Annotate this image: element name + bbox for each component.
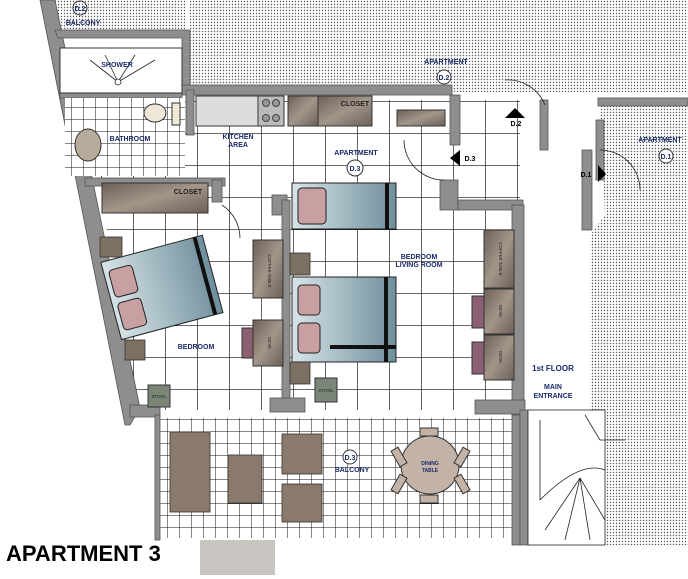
dining-table-label-2: TABLE [422, 468, 439, 474]
closet-bedroom-label: CLOSET [174, 189, 203, 196]
desk [483, 334, 515, 381]
kitchen-label: KITCHEN [222, 134, 253, 141]
door-marker-d1-icon [598, 165, 606, 182]
kitchen-sink [195, 95, 259, 127]
apartment-d1-area [590, 105, 688, 410]
toilet [143, 103, 167, 123]
closet-kitchen-label: CLOSET [341, 101, 370, 108]
wall [181, 84, 453, 96]
dining-table-label: DINING [421, 461, 439, 467]
apartment-d2-tag: D.2 [439, 75, 450, 82]
entrance-label-2: ENTRANCE [534, 393, 573, 400]
staircase [527, 409, 625, 546]
door-d2-label: D.2 [511, 121, 522, 128]
nightstand [289, 361, 311, 385]
page-title: APARTMENT 3 [6, 541, 161, 566]
coffee-table [252, 239, 284, 299]
chair [241, 327, 254, 359]
shower [59, 47, 183, 94]
nightstand [124, 339, 146, 361]
bedroom-living-label: BEDROOM [401, 254, 438, 261]
floor-label: 1st FLOOR [532, 364, 574, 373]
desk [483, 288, 515, 335]
hanger-stand [396, 109, 446, 127]
kitchen-label-2: AREA [228, 142, 248, 149]
door-d3-label: D.3 [465, 156, 476, 163]
nightstand [289, 252, 311, 276]
coffee-table-label: COFFEE TABLE [267, 254, 272, 287]
bed-bedroom [100, 234, 224, 341]
desk-label: DESK [498, 305, 503, 317]
stool [147, 384, 171, 408]
entrance-label: MAIN [544, 384, 562, 391]
apartment-d3-tag: D.3 [350, 166, 361, 173]
nightstand [99, 236, 123, 258]
desk-label: DESK [498, 351, 503, 363]
closet-bedroom [101, 182, 209, 214]
apartment-d1-label: APARTMENT [638, 137, 682, 144]
apartment-d3-label: APARTMENT [334, 150, 378, 157]
top-balcony-area [40, 0, 185, 33]
door-marker-d2-icon [505, 108, 525, 118]
door-d1-label: D.1 [581, 172, 592, 179]
stool [314, 377, 338, 403]
desk [252, 319, 284, 367]
balcony-tag: D.3 [345, 455, 356, 462]
balcony-label: BALCONY [335, 467, 370, 474]
stool-label: STOOL [151, 394, 167, 399]
bed-living-room-top [291, 182, 397, 230]
stove [257, 95, 285, 127]
coffee-table [483, 229, 515, 289]
balcony-seating [169, 431, 323, 523]
bedroom-living-label-2: LIVING ROOM [395, 262, 442, 269]
stool-label: STOOL [318, 388, 334, 393]
bed-living-room [291, 276, 397, 363]
shower-label: SHOWER [101, 62, 133, 69]
balcony-tag: D.2 [75, 6, 86, 13]
apartment-d1-tag: D.1 [661, 154, 672, 161]
dining-table [390, 427, 471, 504]
apartment-d2-label: APARTMENT [424, 59, 468, 66]
color-swatch [200, 540, 275, 575]
closet-kitchen [317, 95, 373, 127]
coffee-table-label: COFFEE TABLE [498, 242, 503, 275]
balcony-top-label: BALCONY [66, 20, 101, 27]
sink [74, 128, 102, 162]
shower-drain-icon [89, 54, 156, 86]
door-marker-d3-icon [450, 150, 460, 166]
bedroom-label: BEDROOM [178, 344, 215, 351]
desk-label: DESK [267, 337, 272, 349]
fridge [287, 95, 319, 127]
bathroom-label: BATHROOM [110, 136, 151, 143]
